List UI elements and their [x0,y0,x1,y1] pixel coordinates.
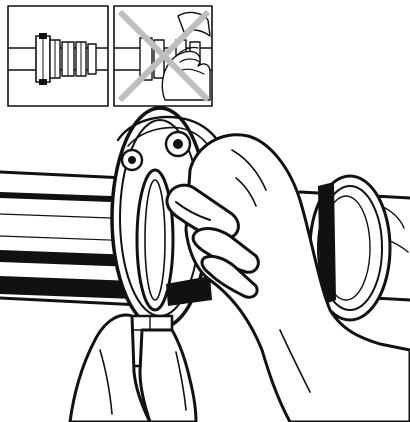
hand-icon [70,315,196,422]
coupling-icon [36,33,96,85]
inset-panel-incorrect [114,6,212,106]
hand-icon [162,13,210,100]
inset-panel-correct [8,6,108,106]
main-illustration [0,108,410,422]
